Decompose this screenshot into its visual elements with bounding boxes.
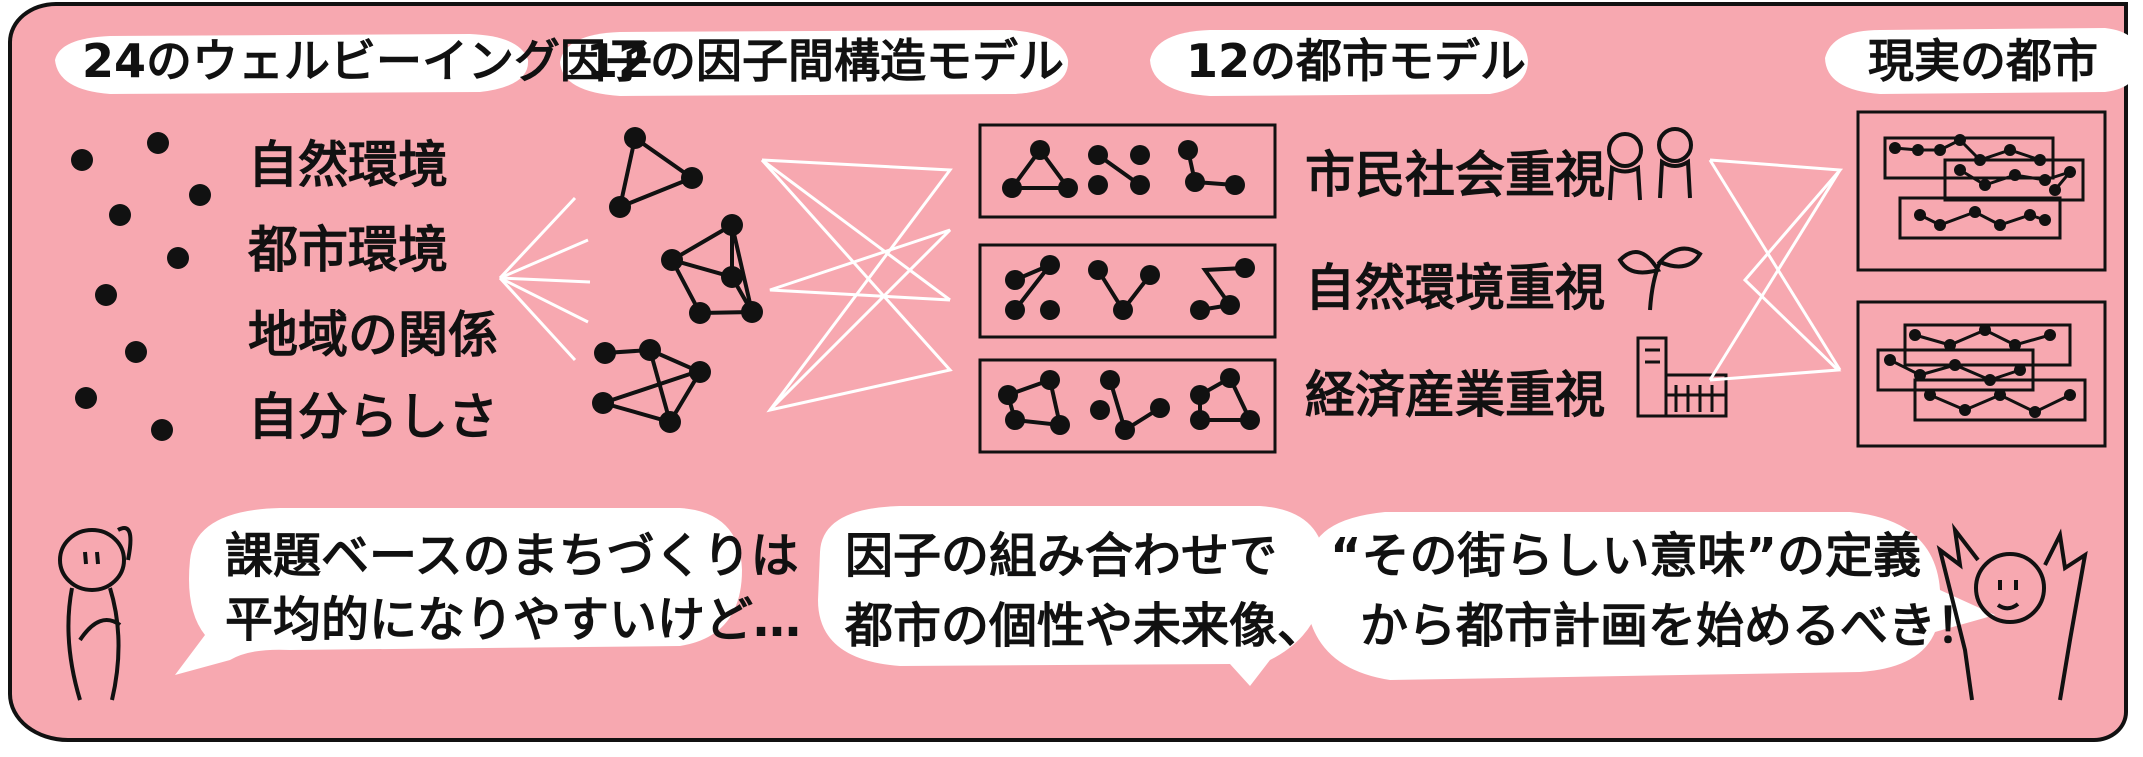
- sprout-icon: [1617, 246, 1703, 311]
- building-icon: [1636, 336, 1728, 418]
- bubble-right: [1309, 512, 1995, 680]
- header-structure-models: 12の因子間構造モデル: [586, 34, 1065, 88]
- city-model-label-nature: 自然環境重視: [1305, 259, 1605, 317]
- city-model-boxes: [978, 123, 1277, 454]
- city-model-label-economy: 経済産業重視: [1305, 366, 1605, 424]
- speech-bubbles: [175, 506, 1995, 686]
- cloud-city-models: [1150, 30, 1528, 96]
- header-clouds: [55, 28, 2140, 96]
- header-factors: 24のウェルビーイング因子: [82, 34, 653, 88]
- factor-category-self: 自分らしさ: [248, 388, 498, 446]
- real-city-lines: [1708, 158, 1844, 382]
- convergence-lines: [498, 196, 591, 362]
- bubble-left: [175, 508, 742, 675]
- bubble-left-line1: 課題ベースのまちづくりは: [225, 528, 799, 584]
- structure-nodes: [592, 127, 763, 433]
- real-city-nodes: [1884, 134, 2076, 418]
- real-city-boxes: [1856, 110, 2107, 448]
- people-icon: [1607, 127, 1693, 201]
- factor-category-urban: 都市環境: [248, 221, 448, 279]
- factor-category-nature: 自然環境: [248, 136, 448, 194]
- bubble-middle: [818, 506, 1326, 686]
- bubble-middle-line2: 都市の個性や未来像、: [845, 598, 1326, 654]
- city-model-nodes: [998, 140, 1260, 440]
- city-model-label-civic: 市民社会重視: [1305, 146, 1605, 204]
- cloud-real: [1825, 28, 2140, 94]
- cloud-factors: [55, 34, 529, 94]
- bubble-left-line2: 平均的になりやすいけど…: [225, 592, 802, 648]
- factor-category-community: 地域の関係: [248, 306, 498, 364]
- cloud-structure: [560, 30, 1069, 96]
- factor-dots: [71, 132, 211, 441]
- bubble-right-line1: “その街らしい意味”の定義: [1330, 528, 1922, 584]
- header-city-models: 12の都市モデル: [1186, 34, 1527, 88]
- figure-left: [58, 526, 133, 701]
- bubble-right-line2: から都市計画を始めるべき！: [1360, 598, 1985, 654]
- header-real-cities: 現実の都市: [1868, 34, 2098, 88]
- mapping-lines: [760, 158, 953, 413]
- figure-right: [1936, 522, 2088, 701]
- bubble-middle-line1: 因子の組み合わせで: [845, 528, 1278, 584]
